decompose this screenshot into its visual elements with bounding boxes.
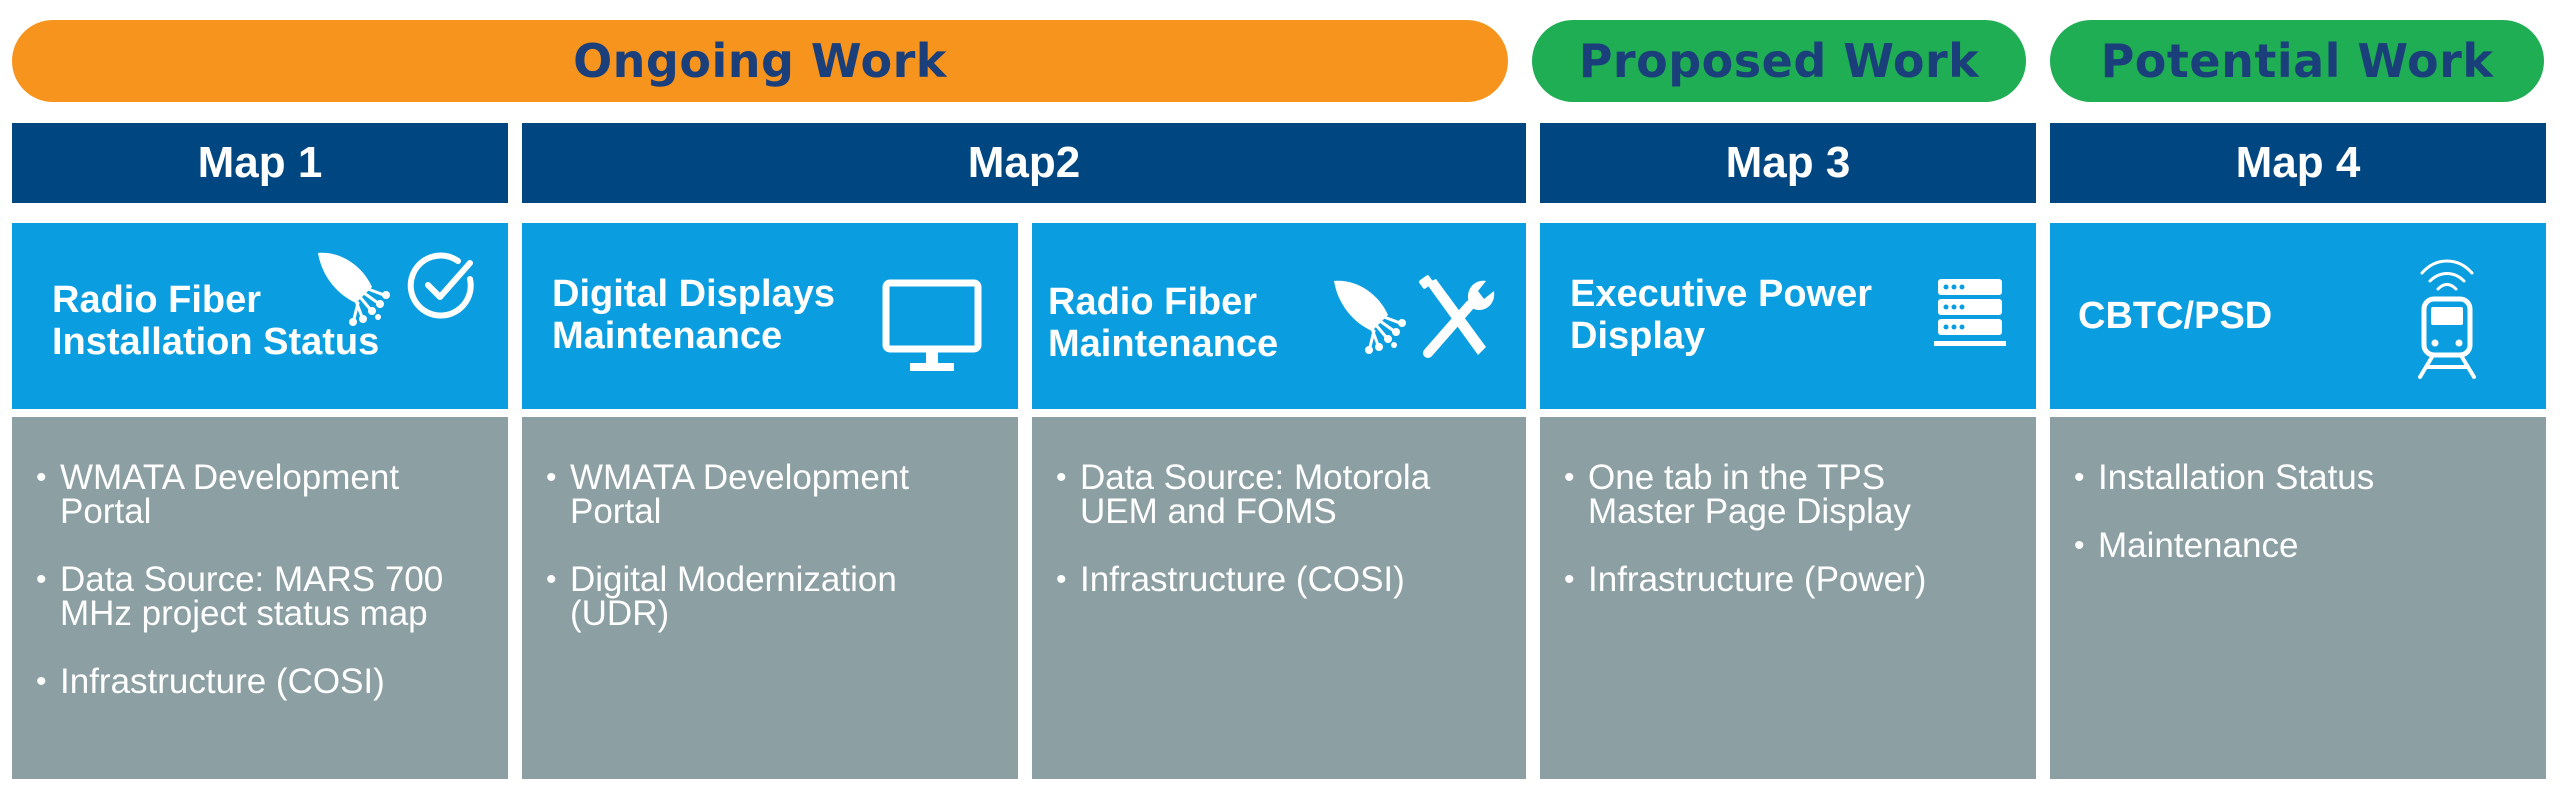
bullet-line: WMATA Development — [60, 458, 400, 497]
card-cbtc-psd-body: Installation Status Maintenance — [2050, 417, 2546, 779]
card-executive-power-header: Executive Power Display — [1540, 223, 2036, 409]
tools-icon — [1419, 275, 1495, 358]
card-title-line2: Installation Status — [52, 321, 380, 363]
card-radio-fiber-installation-header: Radio Fiber Installation Status — [12, 223, 508, 409]
fiber-optic-icon — [1334, 280, 1406, 354]
map4-header: Map 4 — [2050, 123, 2546, 203]
potential-work-banner: Potential Work — [2050, 20, 2544, 102]
ongoing-work-label: Ongoing Work — [573, 34, 947, 88]
bullet-line: Digital Modernization — [570, 560, 897, 599]
list-item: Digital Modernization(UDR) — [546, 560, 998, 633]
list-item: Infrastructure (Power) — [1564, 560, 2016, 599]
bullet-line: (UDR) — [570, 594, 670, 633]
proposed-work-label: Proposed Work — [1578, 34, 1980, 88]
card-title-line1: Radio Fiber — [52, 279, 262, 321]
bullet-line: Maintenance — [2098, 526, 2299, 565]
card-title-line2: Maintenance — [552, 315, 783, 357]
map2-header: Map2 — [522, 123, 1526, 203]
card-title-line2: Maintenance — [1048, 323, 1279, 365]
bullet-line: Portal — [570, 492, 662, 531]
bullet-line: Data Source: MARS 700 — [60, 560, 444, 599]
map3-label: Map 3 — [1725, 138, 1851, 187]
list-item: Infrastructure (COSI) — [1056, 560, 1506, 599]
bullet-line: Portal — [60, 492, 152, 531]
list-item: Maintenance — [2074, 526, 2526, 565]
monitor-icon — [882, 279, 982, 371]
map1-label: Map 1 — [197, 138, 323, 187]
card-digital-displays-header: Digital Displays Maintenance — [522, 223, 1018, 409]
card-title: Executive Power Display — [1570, 273, 1872, 357]
card-title-line1: Digital Displays — [552, 273, 835, 315]
bullet-line: Installation Status — [2098, 458, 2375, 497]
card-title: Radio Fiber Maintenance — [1048, 281, 1278, 365]
bullet-line: WMATA Development — [570, 458, 910, 497]
proposed-work-banner: Proposed Work — [1532, 20, 2026, 102]
server-icon — [1934, 279, 2006, 346]
potential-work-label: Potential Work — [2100, 34, 2494, 88]
bullet-list: Installation Status Maintenance — [2050, 417, 2546, 563]
bullet-line: Infrastructure (Power) — [1588, 560, 1927, 599]
bullet-line: Master Page Display — [1588, 492, 1911, 531]
bullet-line: MHz project status map — [60, 594, 428, 633]
ongoing-work-banner: Ongoing Work — [12, 20, 1508, 102]
list-item: Installation Status — [2074, 458, 2526, 497]
card-title-line1: Executive Power — [1570, 273, 1873, 315]
map2-label: Map2 — [967, 138, 1081, 187]
card-title-line1: CBTC/PSD — [2078, 295, 2273, 337]
bullet-line: Infrastructure (COSI) — [60, 662, 385, 701]
card-title: Radio Fiber Installation Status — [52, 279, 379, 363]
bullet-line: UEM and FOMS — [1080, 492, 1337, 531]
card-title: CBTC/PSD — [2078, 295, 2272, 337]
card-title: Digital Displays Maintenance — [552, 273, 835, 357]
checkmark-circle-icon — [407, 252, 474, 319]
card-cbtc-psd-header: CBTC/PSD — [2050, 223, 2546, 409]
card-title-line1: Radio Fiber — [1048, 281, 1258, 323]
bullet-line: Infrastructure (COSI) — [1080, 560, 1405, 599]
train-wireless-icon — [2418, 259, 2476, 379]
bullet-line: One tab in the TPS — [1588, 458, 1886, 497]
bullet-line: Data Source: Motorola — [1080, 458, 1431, 497]
list-item: Infrastructure (COSI) — [36, 662, 488, 701]
map3-header: Map 3 — [1540, 123, 2036, 203]
card-radio-fiber-maintenance-header: Radio Fiber Maintenance — [1032, 223, 1526, 409]
map4-label: Map 4 — [2235, 138, 2361, 187]
fiber-optic-icon — [318, 252, 390, 326]
card-title-line2: Display — [1570, 315, 1706, 357]
map1-header: Map 1 — [12, 123, 508, 203]
